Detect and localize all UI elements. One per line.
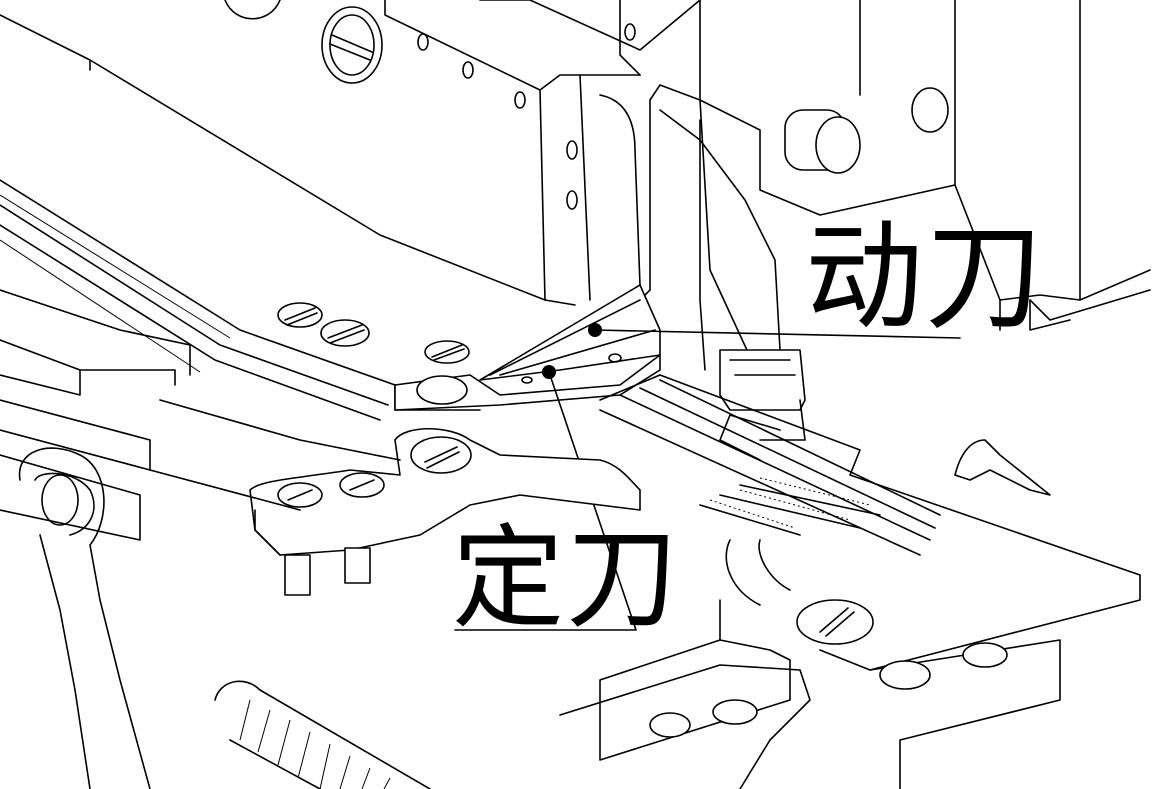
upper-housing [0, 14, 546, 421]
needle-plate [599, 374, 1141, 671]
bar-screws [277, 302, 470, 364]
knife-holder-bracket [249, 427, 641, 596]
right-upper-block [699, 0, 1151, 331]
right-hook [954, 439, 1051, 496]
moving-knife-label: 动刀 [805, 208, 1046, 346]
fixed-knife-label: 定刀 [452, 514, 680, 644]
mounting-plate [384, 0, 701, 306]
spring [214, 680, 431, 789]
lower-right-block [559, 539, 1061, 789]
link-arm [18, 447, 151, 789]
top-screw [224, 0, 383, 84]
left-rails [0, 289, 401, 541]
moving-knife-arm [639, 84, 806, 441]
fixed-knife-plate [394, 353, 661, 631]
